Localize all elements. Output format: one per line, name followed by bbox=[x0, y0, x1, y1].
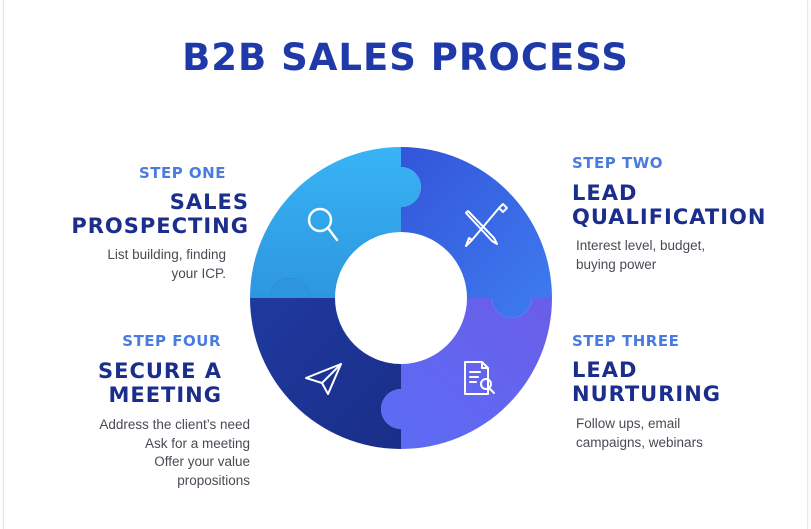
step-three-description: Follow ups, email campaigns, webinars bbox=[576, 415, 786, 452]
step-four-desc-line-3: Offer your value bbox=[154, 454, 250, 469]
step-one-desc-line-1: List building, finding bbox=[107, 247, 226, 262]
ring-segment-step-two bbox=[401, 147, 552, 318]
magnifier-icon bbox=[307, 207, 339, 242]
step-three-heading-line-2: NURTURING bbox=[572, 382, 722, 406]
ring-tab-step-one bbox=[270, 278, 310, 298]
document-search-icon bbox=[464, 361, 495, 395]
step-four-heading: SECURE A MEETING bbox=[40, 359, 222, 407]
step-two-heading-line-2: QUALIFICATION bbox=[572, 205, 767, 229]
ring-segment-step-four bbox=[250, 278, 401, 449]
step-one-description: List building, finding your ICP. bbox=[40, 246, 226, 283]
ring-segment-step-one bbox=[250, 147, 421, 298]
step-two-desc-line-1: Interest level, budget, bbox=[576, 238, 706, 253]
paper-plane-icon bbox=[305, 363, 342, 395]
step-four-label: STEP FOUR bbox=[122, 332, 221, 350]
step-two-label: STEP TWO bbox=[572, 154, 664, 172]
step-four-desc-line-4: propositions bbox=[177, 472, 250, 488]
step-two-description: Interest level, budget, buying power bbox=[576, 237, 786, 274]
pencil-brush-icon bbox=[465, 203, 508, 247]
step-four-heading-line-1: SECURE A bbox=[97, 359, 222, 383]
step-one-desc-line-2: your ICP. bbox=[171, 265, 226, 281]
step-four-desc-line-1: Address the client’s need bbox=[99, 417, 250, 432]
step-one-heading: SALES PROSPECTING bbox=[40, 190, 249, 238]
step-three-desc-line-1: Follow ups, email bbox=[576, 416, 681, 431]
step-two-heading-line-1: LEAD bbox=[572, 181, 638, 205]
step-three-desc-line-2: campaigns, webinars bbox=[576, 434, 703, 450]
step-three-heading: LEAD NURTURING bbox=[572, 358, 792, 406]
step-four-description: Address the client’s need Ask for a meet… bbox=[30, 416, 250, 490]
step-two-heading: LEAD QUALIFICATION bbox=[572, 181, 792, 229]
step-two-desc-line-2: buying power bbox=[576, 256, 657, 272]
step-one-heading-line-1: SALES bbox=[169, 190, 249, 214]
step-four-heading-line-2: MEETING bbox=[108, 383, 222, 407]
step-four-desc-line-2: Ask for a meeting bbox=[144, 435, 250, 451]
step-three-label: STEP THREE bbox=[572, 332, 680, 350]
page-title: B2B SALES PROCESS bbox=[182, 36, 629, 79]
step-one-heading-line-2: PROSPECTING bbox=[71, 214, 249, 238]
step-three-heading-line-1: LEAD bbox=[572, 358, 638, 382]
ring-segment-step-three bbox=[381, 298, 552, 449]
step-one-label: STEP ONE bbox=[138, 164, 226, 182]
